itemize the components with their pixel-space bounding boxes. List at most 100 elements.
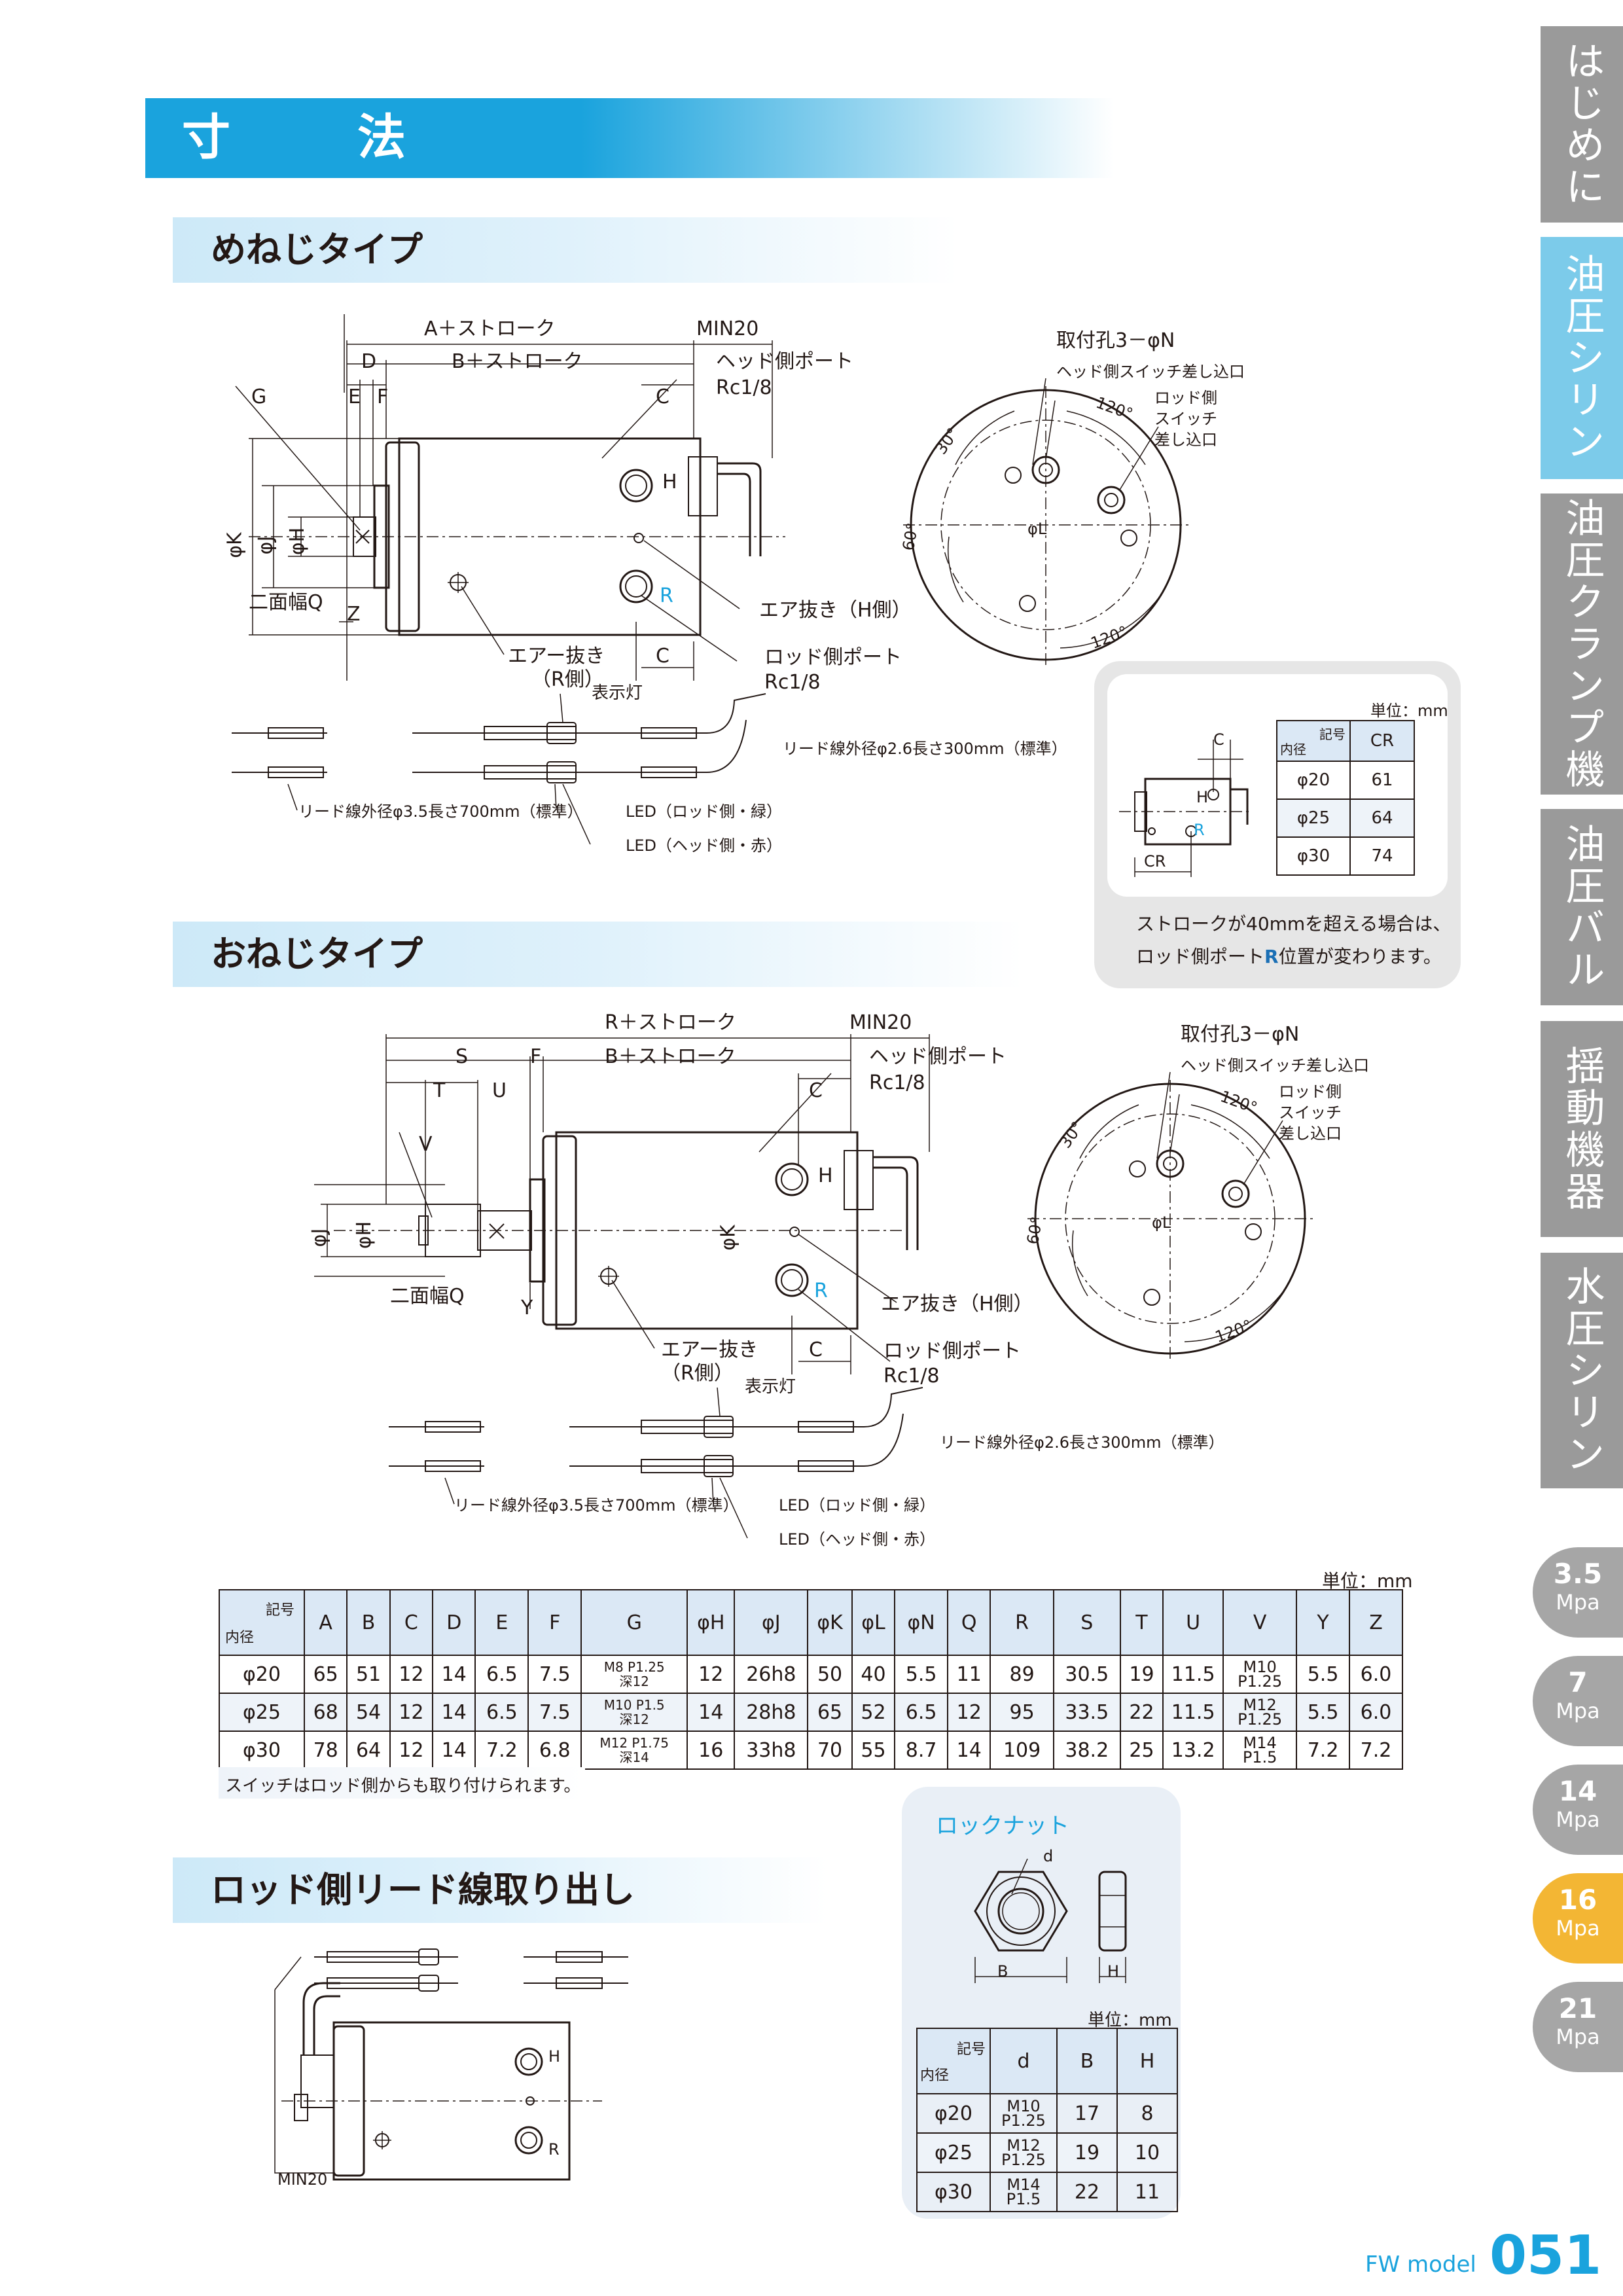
label-rc1-8: Rc1/8 — [869, 1071, 925, 1094]
cell: 12 — [389, 1655, 434, 1694]
cell: 14 — [947, 1731, 991, 1770]
label-lamp: 表示灯 — [592, 683, 643, 703]
cell: 6.0 — [1349, 1693, 1403, 1732]
v-line1: M12 — [1243, 1696, 1277, 1714]
label-rod-port: ロッド側ポート — [764, 646, 902, 669]
corner-cell: 記号内径 — [219, 1589, 305, 1656]
cell: 11 — [1116, 2172, 1178, 2212]
pressure-value: 14 — [1558, 1775, 1597, 1807]
cell: 8 — [1116, 2093, 1178, 2134]
tab-hydraulic-cylinder[interactable]: 油圧シリンダ — [1476, 237, 1623, 479]
d-line2: P1.25 — [1001, 2111, 1046, 2130]
col-header: E — [474, 1589, 529, 1656]
dim-d: D — [361, 350, 377, 373]
cell: 33.5 — [1052, 1693, 1121, 1732]
g-line1: M8 P1.25 — [603, 1659, 665, 1675]
col-header: D — [432, 1589, 476, 1656]
pressure-value: 3.5 — [1553, 1558, 1603, 1590]
table-note: スイッチはロッド側からも取り付けられます。 — [225, 1776, 581, 1796]
table-note-bg — [219, 1767, 585, 1799]
cell: 22 — [1056, 2172, 1118, 2212]
cell: 14 — [432, 1655, 476, 1694]
label-lead-35: リード線外径φ3.5長さ700mm（標準） — [298, 802, 583, 821]
cell: 14 — [432, 1693, 476, 1732]
cr-value: 64 — [1349, 798, 1415, 838]
note-r: R — [1264, 946, 1279, 967]
dim-u: U — [492, 1079, 507, 1102]
cr-bore: φ25 — [1276, 798, 1351, 838]
bore-cell: φ25 — [219, 1693, 305, 1732]
cell: 25 — [1119, 1731, 1164, 1770]
col-header: Z — [1349, 1589, 1403, 1656]
tab-valve[interactable]: 油圧バルブ — [1476, 809, 1623, 1005]
label-lead-26: リード線外径φ2.6長さ300mm（標準） — [940, 1433, 1224, 1452]
v-line2: P1.25 — [1238, 1672, 1283, 1691]
cell: 89 — [990, 1655, 1054, 1694]
cell: 78 — [303, 1731, 348, 1770]
bore-cell: φ30 — [219, 1731, 305, 1770]
cell: 30.5 — [1052, 1655, 1121, 1694]
dim-phik: φK — [717, 1225, 740, 1251]
cr-bore: φ20 — [1276, 761, 1351, 800]
cell: 7.2 — [1349, 1731, 1403, 1770]
cr-value: 74 — [1349, 836, 1415, 876]
stroke-note-2: ロッド側ポートR位置が変わります。 — [1136, 942, 1442, 969]
inset-drawing — [1119, 740, 1250, 877]
cell: 6.0 — [1349, 1655, 1403, 1694]
tab-introduction[interactable]: はじめに — [1541, 26, 1623, 223]
dim-phih: φH — [353, 1221, 376, 1249]
d-line2: P1.25 — [1001, 2151, 1046, 2169]
dim-y: Y — [521, 1297, 533, 1319]
label-rc2: Rc1/8 — [883, 1365, 940, 1388]
cell: 5.5 — [894, 1655, 949, 1694]
d-line1: M10 — [1007, 2097, 1041, 2115]
cell: 19 — [1056, 2132, 1118, 2173]
note-text: 位置が変わります。 — [1278, 946, 1442, 967]
lock-nut-title: ロックナット — [936, 1813, 1069, 1839]
tab-rotary[interactable]: 揺動機器 — [1541, 1021, 1623, 1237]
cell: 12 — [687, 1655, 736, 1694]
page-title-bar — [145, 98, 1114, 178]
corner-sym: 記号 — [265, 1602, 294, 1619]
col-header: B — [1056, 2028, 1118, 2094]
table-unit: 単位：mm — [1322, 1570, 1413, 1592]
cell: 70 — [807, 1731, 853, 1770]
cell: 13.2 — [1162, 1731, 1224, 1770]
label-r: R — [814, 1280, 828, 1302]
label-r: R — [660, 584, 673, 607]
label-mount-holes: 取付孔3－φN — [1181, 1023, 1300, 1046]
inset-h: H — [1196, 788, 1209, 806]
col-header: C — [389, 1589, 434, 1656]
col-header: U — [1162, 1589, 1224, 1656]
col-header: φJ — [734, 1589, 809, 1656]
dim-c2: C — [656, 645, 669, 668]
cell: 14 — [687, 1693, 736, 1732]
cell: 7.2 — [474, 1731, 529, 1770]
bore-cell: φ20 — [916, 2093, 991, 2134]
label-rod-switch-2: スイッチ — [1154, 410, 1217, 428]
label-led-green: LED（ロッド側・緑） — [626, 802, 783, 821]
cell: 6.5 — [894, 1693, 949, 1732]
v-line1: M14 — [1243, 1734, 1277, 1752]
tab-clamp[interactable]: 油圧クランプ機器 — [1476, 493, 1623, 795]
cell: 26h8 — [734, 1655, 809, 1694]
dim-t: T — [433, 1079, 446, 1102]
section-rod-lead-title: ロッド側リード線取り出し — [211, 1869, 635, 1910]
cell: 38.2 — [1052, 1731, 1121, 1770]
cell: 54 — [346, 1693, 391, 1732]
tab-water-cylinder[interactable]: 水圧シリンダ — [1476, 1253, 1623, 1488]
label-air-r2: （R側） — [531, 668, 604, 691]
page-number: 051 — [1489, 2225, 1602, 2287]
cell: 55 — [851, 1731, 896, 1770]
